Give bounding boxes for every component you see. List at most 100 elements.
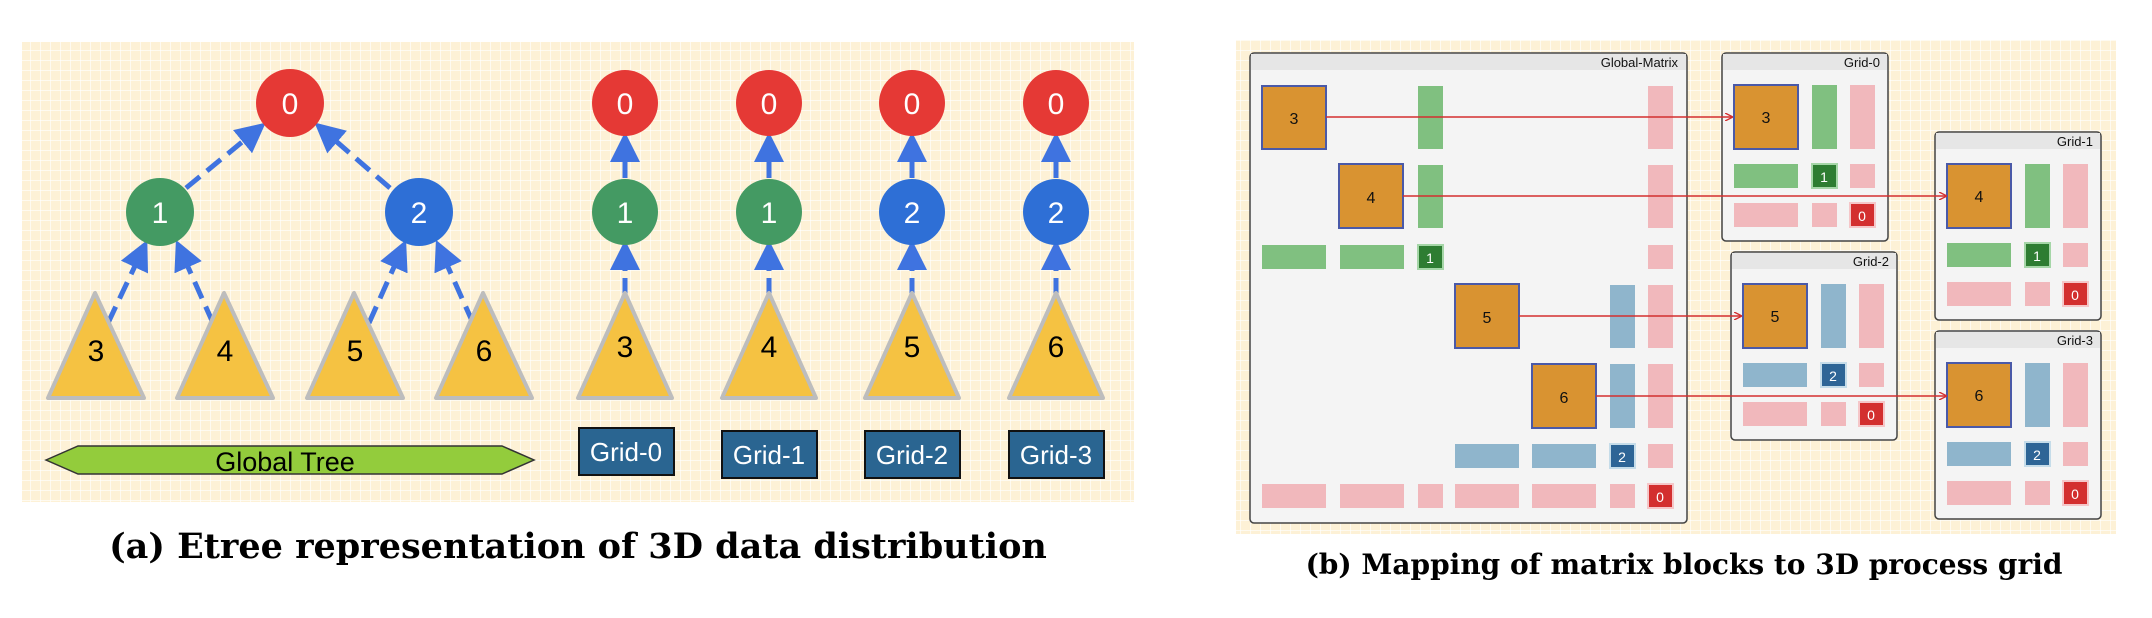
tree-leaf-3: 3 — [46, 291, 146, 400]
grid-root-node — [736, 70, 802, 136]
svg-text:3: 3 — [1290, 111, 1299, 128]
grid-root-label: 0 — [1048, 88, 1065, 121]
grid-window-title: Grid-0 — [1844, 55, 1880, 70]
grid-window-col-bar — [2025, 164, 2050, 228]
grid-window-row-bar — [1734, 164, 1798, 188]
grid-window-pink-cell — [1859, 363, 1884, 387]
tree-node-right: 2 — [385, 178, 453, 246]
grid-window-pink-row — [1734, 203, 1798, 227]
grid-window-pink-bar — [1850, 85, 1875, 149]
figure-b-caption: (b) Mapping of matrix blocks to 3D proce… — [1306, 548, 2063, 581]
global-matrix-window: Global-Matrix 3 4 5 6 1 — [1249, 52, 1688, 524]
grid-root-node — [879, 70, 945, 136]
grid-window-titlebar — [1936, 332, 2100, 348]
grid-window-block-label: 3 — [1762, 110, 1771, 127]
grid-leaf-label: 5 — [904, 331, 921, 364]
grid-window-1: Grid-1 4 1 0 — [1934, 131, 2102, 321]
grid-window-col-bar — [1812, 85, 1837, 149]
grid-window-root-cell — [2062, 281, 2089, 307]
grid-window-pink-cell-2 — [1821, 402, 1846, 426]
grid-window-block-label: 4 — [1975, 189, 1984, 206]
grid-mid-node — [879, 179, 945, 245]
figure-b: Global-Matrix 3 4 5 6 1 — [1236, 40, 2116, 581]
grid-window-mid-cell — [2024, 441, 2051, 467]
edge-4-to-1 — [174, 239, 216, 325]
svg-text:3: 3 — [88, 335, 105, 368]
figure-a-background — [22, 42, 1134, 502]
svg-text:2: 2 — [1618, 449, 1626, 465]
grid-mid-node — [1023, 179, 1089, 245]
grid-window-pink-row — [1743, 402, 1807, 426]
grid-window-pink-cell-2 — [2025, 481, 2050, 505]
grid-mid-label: 2 — [1048, 197, 1065, 230]
global-small-0 — [1647, 483, 1674, 509]
grid-window-root-label: 0 — [1858, 208, 1866, 224]
grid-window-pink-cell-2 — [1812, 203, 1837, 227]
svg-text:6: 6 — [1560, 390, 1569, 407]
grid-window-block-label: 6 — [1975, 388, 1984, 405]
edge-6-to-2 — [434, 239, 476, 325]
grid-window-pink-row — [1947, 282, 2011, 306]
grid-leaf-label: 6 — [1048, 331, 1065, 364]
tree-node-left: 1 — [126, 178, 194, 246]
grid-window-titlebar — [1732, 253, 1896, 269]
grid-leaf — [863, 291, 961, 400]
grid-mid-label: 1 — [761, 197, 778, 230]
global-block-5 — [1454, 283, 1520, 349]
tree-node-root: 0 — [256, 69, 324, 137]
grid-label-box — [1008, 430, 1105, 479]
grid-window-root-label: 0 — [2071, 287, 2079, 303]
grid-window-root-cell — [1849, 202, 1876, 228]
edge-2-to-0 — [314, 122, 392, 190]
svg-text:Global Tree: Global Tree — [215, 447, 355, 477]
grid-window-titlebar — [1723, 54, 1887, 70]
grid-window-col-bar — [1821, 284, 1846, 348]
tree-leaf-5: 5 — [305, 291, 405, 400]
grid-root-node — [592, 70, 658, 136]
grid-window-title: Grid-2 — [1853, 254, 1889, 269]
edge-5-to-2 — [366, 239, 408, 325]
grid-label-box — [578, 427, 675, 476]
grid-window-mid-cell — [1811, 163, 1838, 189]
grid-leaf — [1007, 291, 1105, 400]
grid-window-row-bar — [1947, 442, 2011, 466]
grid-window-block — [1946, 163, 2012, 229]
grid-window-pink-row — [1947, 481, 2011, 505]
svg-text:1: 1 — [152, 197, 169, 230]
grid-root-node — [1023, 70, 1089, 136]
grid-label: Grid-2 — [876, 440, 948, 470]
grid-window-block — [1733, 84, 1799, 150]
grid-window-block — [1946, 362, 2012, 428]
edge-1-to-0 — [184, 122, 266, 190]
grid-label-box — [864, 430, 961, 479]
grid-window-block-label: 5 — [1771, 309, 1780, 326]
grid-root-label: 0 — [904, 88, 921, 121]
edge-3-to-1 — [105, 239, 149, 325]
grid-window-title: Grid-1 — [2057, 134, 2093, 149]
grid-window-mid-label: 2 — [2033, 447, 2041, 463]
grid-window-pink-cell — [1850, 164, 1875, 188]
grid-label: Grid-1 — [733, 440, 805, 470]
grid-leaf-label: 3 — [617, 331, 634, 364]
svg-text:4: 4 — [217, 335, 234, 368]
grid-mid-label: 2 — [904, 197, 921, 230]
tree-leaf-4: 4 — [175, 291, 275, 400]
global-block-4 — [1338, 163, 1404, 229]
grid-window-root-cell — [1858, 401, 1885, 427]
grid-window-mid-label: 2 — [1829, 368, 1837, 384]
global-tree-bar: Global Tree — [44, 445, 536, 477]
grid-window-root-cell — [2062, 480, 2089, 506]
grid-window-mid-label: 1 — [2033, 248, 2041, 264]
grid-window-pink-bar — [1859, 284, 1884, 348]
grid-leaf-label: 4 — [761, 331, 778, 364]
grid-window-titlebar — [1936, 133, 2100, 149]
grid-window-row-bar — [1743, 363, 1807, 387]
figure-a-caption: (a) Etree representation of 3D data dist… — [109, 526, 1047, 567]
